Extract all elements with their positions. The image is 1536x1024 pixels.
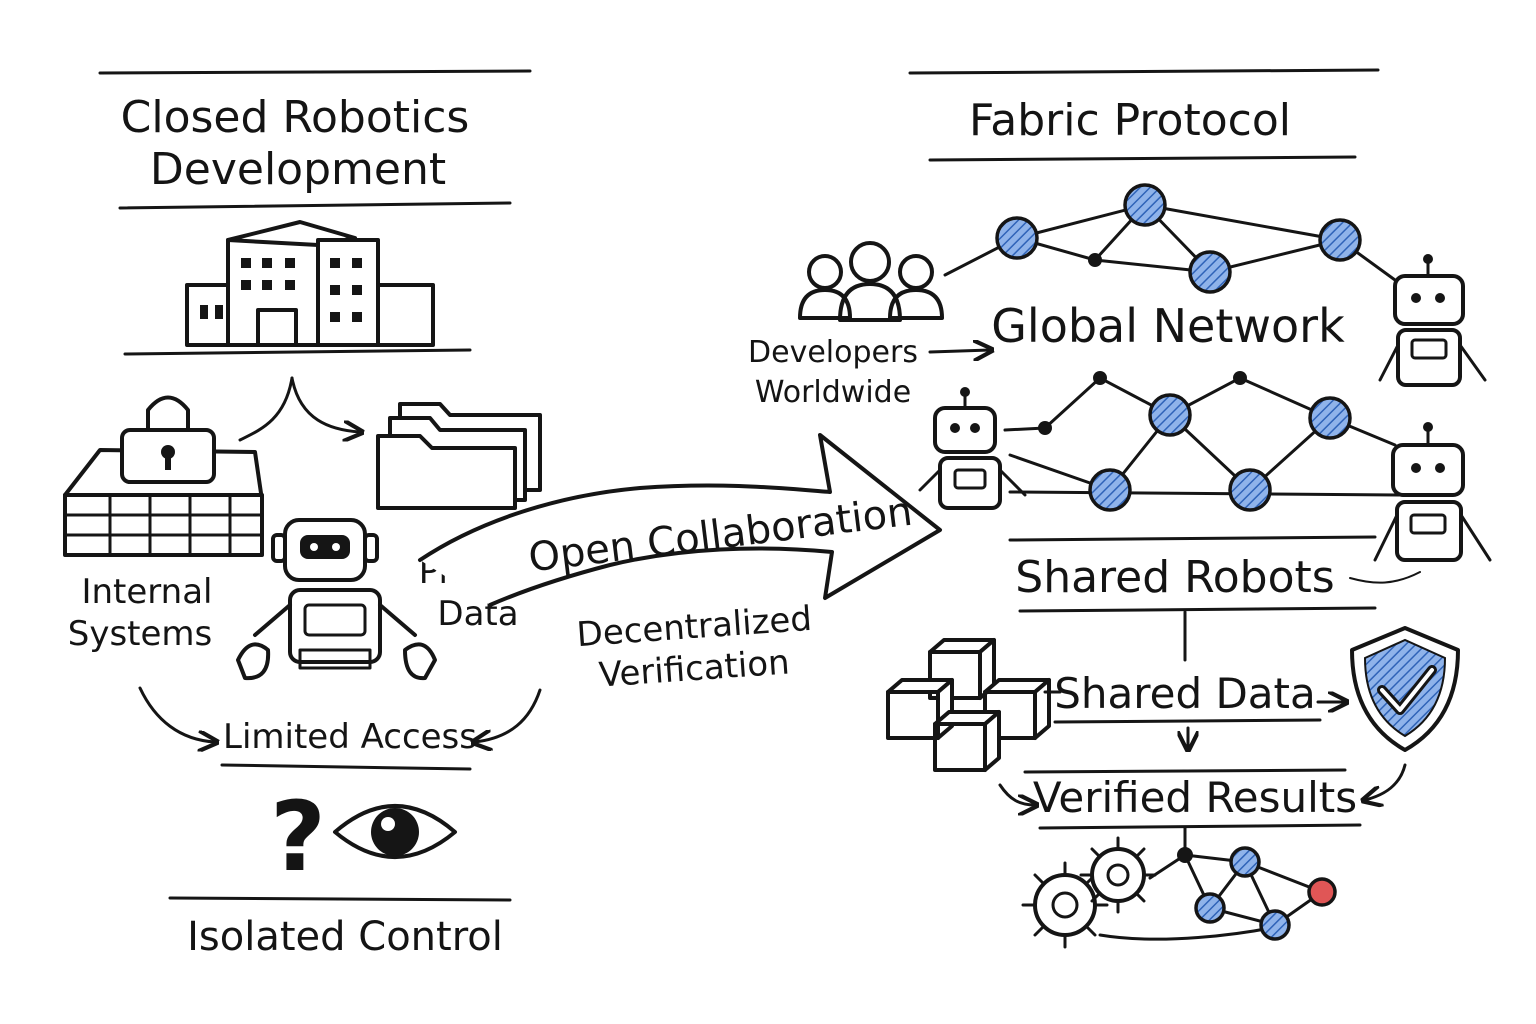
eye-icon — [333, 804, 457, 859]
folder-icon — [376, 402, 542, 510]
internal-systems-label-1: Internal — [81, 572, 212, 612]
arrow-to-limited-right — [475, 688, 542, 742]
shared-robots-rule-top — [1008, 535, 1377, 542]
left-title-line1: Closed Robotics — [121, 92, 470, 143]
limited-access-label: Limited Access — [223, 717, 477, 757]
right-title: Fabric Protocol — [969, 95, 1291, 146]
developers-label-1: Developers — [748, 335, 918, 370]
network-graph-middle — [1003, 371, 1402, 512]
padlock-icon — [120, 395, 216, 484]
question-mark-icon: ? — [270, 781, 326, 893]
office-building-icon — [123, 220, 472, 356]
cubes-to-verified-arrow — [998, 783, 1035, 805]
verified-rule-top — [1023, 768, 1347, 774]
title-rule-bottom — [118, 201, 512, 210]
robot-icon-left — [236, 518, 437, 681]
right-panel: Fabric Protocol Developers Worldwide Glo… — [748, 68, 1492, 949]
robot-icon-top-right — [1378, 254, 1487, 387]
robots-to-shared-arrow — [1349, 571, 1421, 584]
shared-robots-rule-bottom — [1018, 606, 1377, 613]
branch-arrow-right — [290, 376, 360, 432]
right-title-rule-bottom — [928, 155, 1357, 162]
right-title-rule-top — [908, 68, 1380, 75]
developers-label-2: Worldwide — [755, 375, 911, 410]
gears-icon — [1021, 836, 1157, 949]
branch-arrow-left — [238, 376, 294, 442]
network-graph-top — [943, 183, 1397, 294]
network-graph-bottom — [1098, 846, 1337, 941]
isolated-control-label: Isolated Control — [187, 914, 503, 960]
developers-arrow — [928, 350, 990, 352]
arrow-to-limited-left — [138, 686, 215, 742]
robot-icon-bottom-right — [1373, 422, 1492, 562]
global-network-label: Global Network — [991, 299, 1345, 353]
shared-data-label: Shared Data — [1054, 669, 1316, 718]
shared-data-rule — [1053, 718, 1322, 724]
left-title-line2: Development — [150, 144, 446, 195]
shield-check-icon — [1350, 626, 1460, 752]
robot-icon-middle — [918, 387, 1027, 510]
title-rule-top — [98, 69, 532, 75]
verified-rule-bottom — [1038, 823, 1362, 830]
shield-to-verified-arrow — [1365, 763, 1407, 800]
left-panel: Closed Robotics Development — [63, 69, 542, 960]
data-cubes-icon — [886, 638, 1051, 772]
people-group-icon — [798, 241, 944, 322]
isolated-control-rule — [168, 896, 512, 902]
internal-systems-label-2: Systems — [68, 614, 213, 654]
transition-arrow: Open Collaboration Decentralized Verific… — [418, 433, 942, 696]
shared-robots-label: Shared Robots — [1015, 552, 1334, 603]
limited-access-rule — [220, 763, 472, 771]
verified-results-label: Verified Results — [1033, 773, 1357, 822]
